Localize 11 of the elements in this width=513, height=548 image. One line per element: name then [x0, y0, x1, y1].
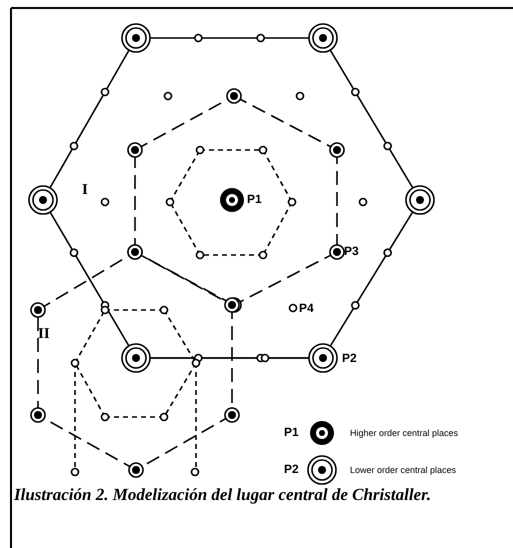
place-label: P2	[284, 462, 299, 476]
place-label: P1	[284, 425, 299, 439]
region-numeral: II	[38, 327, 50, 341]
place-label: P2	[342, 351, 357, 365]
place-label: P1	[247, 192, 262, 206]
legend-label: Lower order central places	[350, 464, 456, 476]
legend-label: Higher order central places	[350, 427, 458, 439]
place-label: P4	[299, 301, 314, 315]
region-numeral: I	[82, 183, 88, 197]
figure-caption: Ilustración 2. Modelización del lugar central de Christaller.	[14, 484, 432, 506]
place-label: P3	[344, 244, 359, 258]
